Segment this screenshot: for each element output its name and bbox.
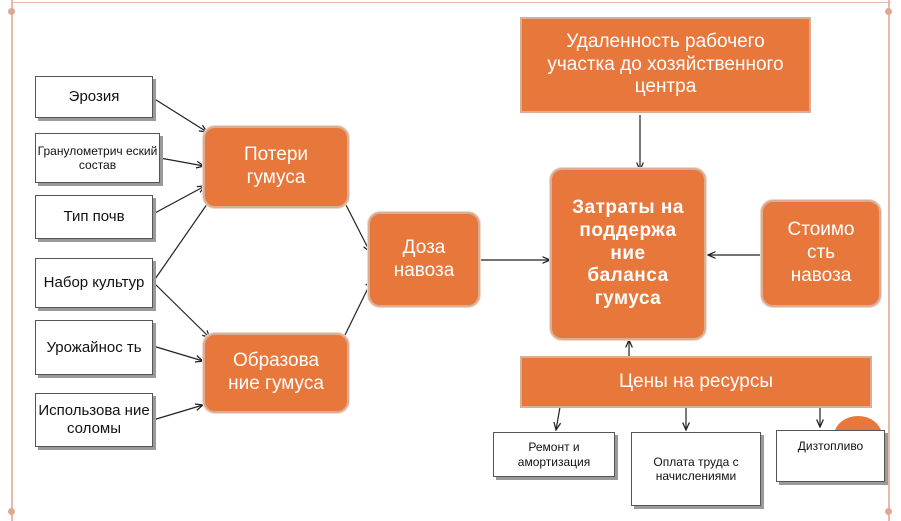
input-soil-type: Тип почв	[35, 195, 153, 239]
input-erosion-label: Эрозия	[68, 88, 120, 105]
node-humus-loss-label: Потери гумуса	[243, 144, 309, 188]
frame-left-line	[11, 0, 13, 521]
resource-repair-label: Ремонт и амортизация	[517, 440, 591, 469]
arrow-cropset-to-loss	[152, 197, 212, 283]
resource-labor: Оплата труда с начислениями	[631, 432, 761, 506]
frame-corner-dot-top-right	[885, 8, 892, 15]
node-manure-dose: Доза навоза	[368, 212, 480, 307]
arrow-prices-to-repair	[556, 406, 560, 430]
arrow-yield-to-formation	[152, 345, 203, 361]
resource-diesel: Дизтопливо	[776, 430, 885, 482]
resource-diesel-label: Дизтопливо	[797, 439, 864, 453]
node-manure-cost: Стоимо сть навоза	[761, 200, 881, 307]
input-crop-set-label: Набор культур	[43, 274, 145, 291]
node-humus-loss: Потери гумуса	[203, 126, 349, 208]
node-distance-label: Удаленность рабочего участка до хозяйств…	[547, 30, 784, 98]
node-costs-label: Затраты на поддержа ние баланса гумуса	[572, 197, 684, 310]
node-resource-prices-label: Цены на ресурсы	[618, 370, 774, 392]
frame-top-line	[11, 2, 891, 3]
arrow-cropset-to-formation	[152, 281, 210, 338]
arrow-granulometric-to-loss	[159, 157, 204, 166]
arrow-soiltype-to-loss	[152, 186, 205, 215]
input-crop-set: Набор культур	[35, 258, 153, 308]
resource-repair: Ремонт и амортизация	[493, 432, 615, 477]
node-humus-formation: Образова ние гумуса	[203, 333, 349, 413]
node-resource-prices: Цены на ресурсы	[520, 356, 872, 408]
input-yield: Урожайнос ть	[35, 320, 153, 375]
input-yield-label: Урожайнос ть	[46, 338, 142, 356]
input-straw-use: Использова ние соломы	[35, 393, 153, 447]
input-erosion: Эрозия	[35, 76, 153, 118]
frame-right-line	[888, 0, 890, 521]
node-manure-cost-label: Стоимо сть навоза	[787, 219, 855, 286]
input-granulometric: Гранулометрич еский состав	[35, 133, 160, 183]
arrow-loss-to-dose	[344, 202, 370, 252]
arrow-straw-to-formation	[152, 405, 203, 421]
input-straw-use-label: Использова ние соломы	[38, 402, 150, 437]
node-costs: Затраты на поддержа ние баланса гумуса	[550, 168, 706, 340]
node-distance: Удаленность рабочего участка до хозяйств…	[520, 17, 811, 113]
arrow-formation-to-dose	[344, 280, 372, 336]
arrow-erosion-to-loss	[152, 97, 207, 132]
resource-labor-label: Оплата труда с начислениями	[653, 454, 739, 483]
node-manure-dose-label: Доза навоза	[393, 236, 455, 281]
input-soil-type-label: Тип почв	[63, 208, 125, 225]
node-humus-formation-label: Образова ние гумуса	[228, 350, 324, 394]
frame-corner-dot-bottom-right	[885, 508, 892, 515]
frame-corner-dot-top-left	[8, 8, 15, 15]
frame-corner-dot-bottom-left	[8, 508, 15, 515]
input-granulometric-label: Гранулометрич еский состав	[37, 143, 158, 172]
